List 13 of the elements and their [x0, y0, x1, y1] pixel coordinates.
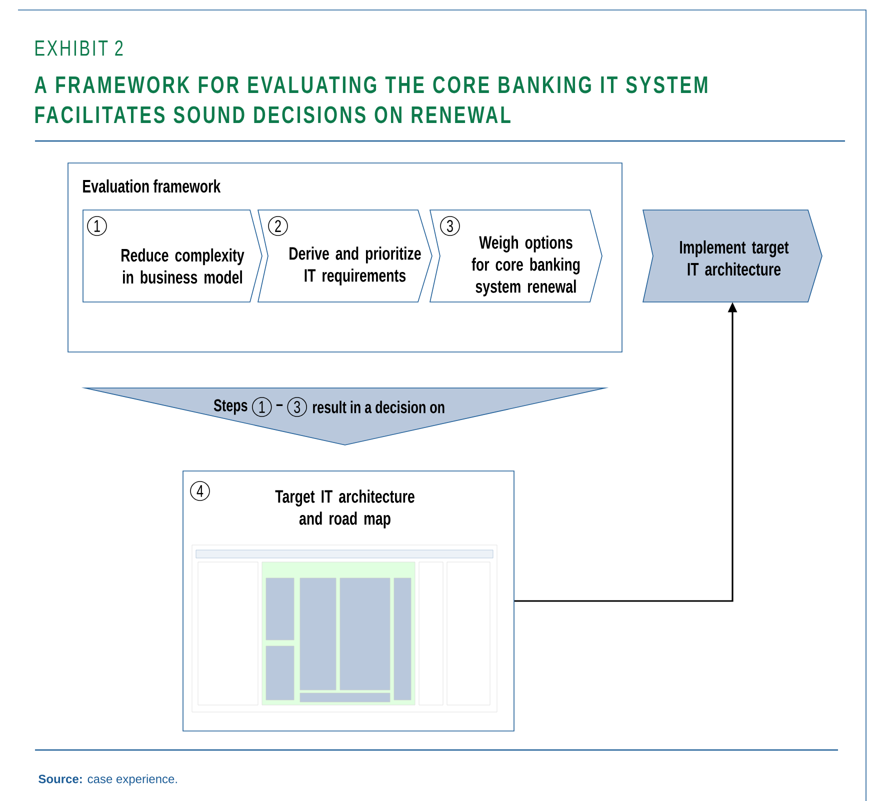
step-text: result in a decision on — [313, 400, 444, 414]
step-number: 4 — [190, 481, 210, 501]
step-number: 1 — [252, 397, 272, 417]
step-text: Steps — [214, 399, 248, 415]
step-number: 3 — [287, 397, 307, 417]
chevron-box: Implement target IT architecture — [642, 210, 822, 302]
exhibit-label: EXHIBIT 2 — [36, 40, 123, 56]
step-number: 2 — [268, 216, 288, 236]
step-text: – — [276, 404, 283, 406]
step-number: 1 — [87, 216, 107, 236]
title: A FRAMEWORK FOR EVALUATING THE CORE BANKING IT SYSTEM FACILITATES SOUND DECISIONS ON RENEWAL — [34, 76, 708, 124]
source-note: Source: case experience. — [38, 774, 177, 786]
step-number: 3 — [440, 216, 460, 236]
